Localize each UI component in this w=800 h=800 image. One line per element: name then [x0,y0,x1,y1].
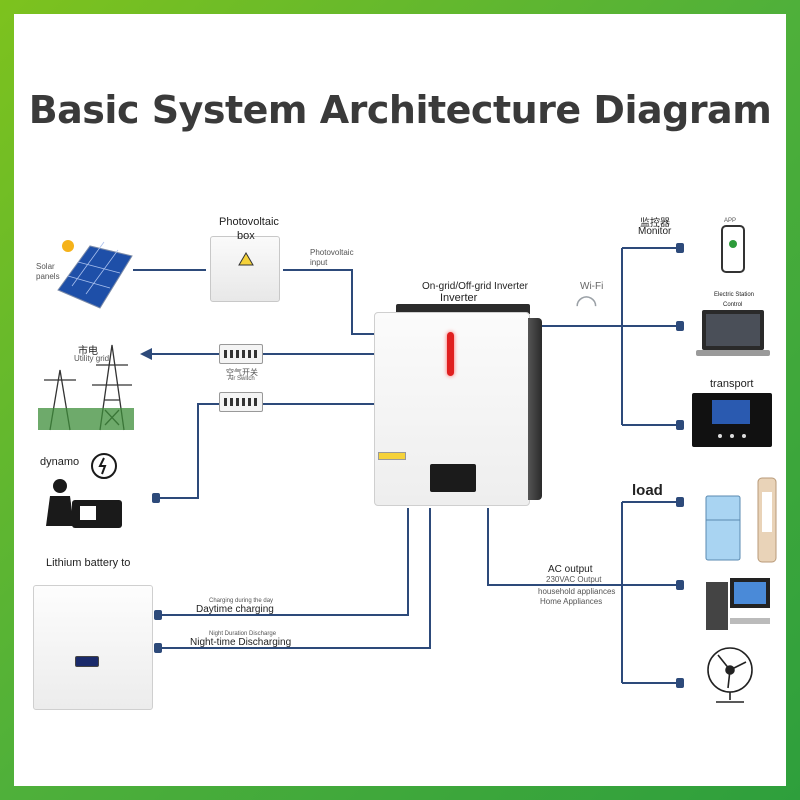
breaker-sub-label: Air Switch [228,376,255,382]
inverter-top [396,304,530,314]
electric-station-label: Electric Station [714,292,755,298]
wire-battery-charge [162,508,409,616]
junction-box-icon [210,236,280,302]
wire-ac-output [487,508,622,586]
plug-icon [152,243,684,688]
inverter-heatsink [528,318,542,500]
battery-screen [75,656,99,667]
inverter-display [430,464,476,492]
wire-battery-discharge [162,508,431,649]
battery-icon [33,585,153,710]
inverter-led [447,332,454,376]
monitor-cn-label: 监控器 [640,218,670,229]
wifi-icon: ◠ [575,290,598,320]
load-label: load [632,482,663,499]
wire-pvbox-inverter [283,269,374,335]
monitor-label: Monitor [638,226,672,237]
daytime-charging-label: Daytime charging [196,604,274,615]
household-label: household appliances [538,587,616,596]
warning-label [378,452,406,460]
diagram-title: Basic System Architecture Diagram [28,88,772,132]
pv-box-label: Photovoltaic [219,216,279,228]
air-conditioner-icon [757,477,777,563]
ac-output-label: AC output [548,564,593,575]
solar-panel-icon [57,240,133,309]
pv-input-label: Photovoltaic input [310,248,354,267]
utility-grid-cn-label: 市电 [78,346,98,357]
solar-panels-label: Solar panels [36,262,60,281]
night-discharge-small: Night Duration Discharge [209,631,277,637]
inverter-type-label: On-grid/Off-grid Inverter [422,281,528,292]
home-appliances-label: Home Appliances [540,597,603,606]
computer-icon [706,578,770,630]
dynamo-label: dynamo [40,456,80,468]
pv-box-label-2: box [237,230,255,242]
fan-icon [707,647,753,703]
inverter-label: Inverter [440,292,478,304]
lithium-battery-label: Lithium battery to [46,557,131,569]
wifi-label: Wi-Fi [580,281,604,292]
breaker-label: 空气开关 [226,368,258,377]
transport-label: transport [710,378,754,390]
grass [38,408,134,430]
laptop-icon [696,310,770,356]
arrow-grid [140,348,152,360]
utility-grid-label: Utility grid [74,354,110,363]
grid-breaker-icon [219,344,263,364]
generator-breaker-icon [219,392,263,412]
phone-icon [721,225,745,273]
daytime-charging-small: Charging during the day [209,598,274,604]
fridge-icon [705,495,741,561]
wire-generator [160,403,374,499]
app-label: APP [724,218,737,224]
monitor-screen-icon [692,393,772,447]
generator-icon [46,453,122,528]
ac-output-sub-label: 230VAC Output [546,575,602,584]
night-discharge-label: Night-time Discharging [190,637,292,648]
control-label: Control [723,302,743,308]
